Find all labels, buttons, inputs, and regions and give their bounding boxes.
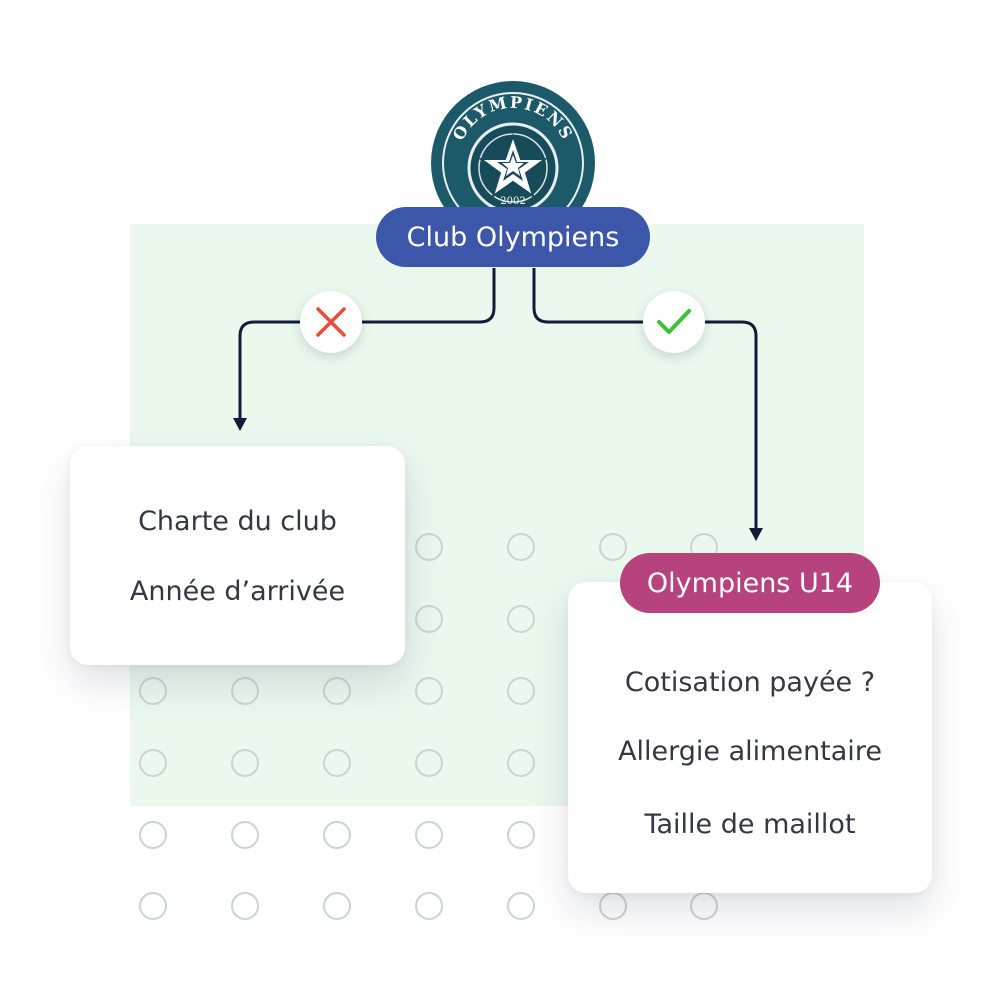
- grid-dot: [139, 677, 167, 705]
- club-logo: OLYMPIENS 2002: [430, 80, 596, 246]
- grid-dot: [415, 749, 443, 777]
- team-name-pill[interactable]: Olympiens U14: [620, 553, 880, 613]
- field-label: Allergie alimentaire: [618, 736, 882, 767]
- field-label: Cotisation payée ?: [624, 667, 876, 698]
- field-label: Taille de maillot: [644, 809, 856, 840]
- grid-dot: [323, 677, 351, 705]
- field-label: Charte du club: [138, 506, 337, 537]
- grid-dot: [599, 533, 627, 561]
- grid-dot: [139, 821, 167, 849]
- logo-year: 2002: [500, 196, 525, 207]
- grid-dot: [507, 821, 535, 849]
- accepted-badge: [643, 291, 705, 353]
- club-name: Club Olympiens: [406, 221, 620, 253]
- grid-dot: [415, 533, 443, 561]
- grid-dot: [507, 605, 535, 633]
- grid-dot: [323, 749, 351, 777]
- team-name: Olympiens U14: [646, 567, 854, 599]
- grid-dot: [231, 821, 259, 849]
- arrowhead-left: [233, 418, 247, 431]
- grid-dot: [139, 892, 167, 920]
- grid-dot: [415, 677, 443, 705]
- grid-dot: [323, 821, 351, 849]
- grid-dot: [415, 821, 443, 849]
- club-name-pill[interactable]: Club Olympiens: [376, 207, 650, 267]
- grid-dot: [507, 749, 535, 777]
- grid-dot: [415, 605, 443, 633]
- arrowhead-right: [749, 528, 763, 541]
- club-fields-card: Charte du club Année d’arrivée: [70, 446, 405, 665]
- grid-dot: [690, 892, 718, 920]
- team-fields-card: Cotisation payée ? Allergie alimentaire …: [568, 582, 932, 893]
- grid-dot: [415, 892, 443, 920]
- check-icon: [657, 309, 691, 334]
- grid-dot: [139, 749, 167, 777]
- rejected-badge: [300, 291, 362, 353]
- connector-left: [238, 268, 496, 420]
- grid-dot: [231, 677, 259, 705]
- cross-icon: [316, 307, 346, 337]
- field-label: Année d’arrivée: [129, 576, 346, 607]
- grid-dot: [599, 892, 627, 920]
- grid-dot: [231, 749, 259, 777]
- grid-dot: [323, 892, 351, 920]
- grid-dot: [231, 892, 259, 920]
- grid-dot: [507, 533, 535, 561]
- grid-dot: [507, 677, 535, 705]
- connector-right: [532, 268, 758, 530]
- grid-dot: [507, 892, 535, 920]
